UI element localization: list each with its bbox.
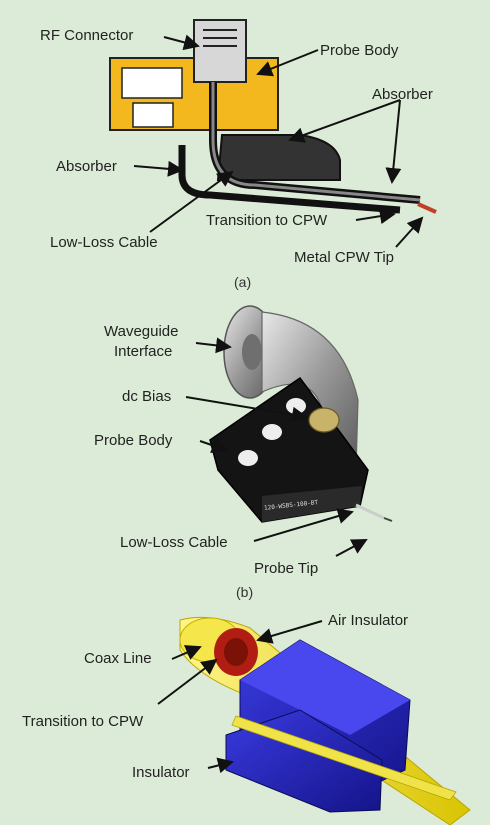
caption-a: (a) bbox=[234, 274, 252, 290]
panel-b-photo bbox=[185, 305, 393, 557]
label-air-insulator: Air Insulator bbox=[328, 612, 409, 629]
label-low-loss-cable-a: Low-Loss Cable bbox=[50, 234, 158, 251]
label-transition-to-cpw-a: Transition to CPW bbox=[206, 212, 328, 229]
label-probe-body-b: Probe Body bbox=[94, 432, 173, 449]
label-absorber-left: Absorber bbox=[56, 158, 117, 175]
panel-c-render bbox=[157, 616, 471, 825]
probe-body-window-2 bbox=[132, 102, 174, 128]
caption-b: (b) bbox=[236, 584, 254, 600]
label-dc-bias: dc Bias bbox=[122, 388, 172, 405]
label-probe-body-a: Probe Body bbox=[320, 42, 399, 59]
absorber-shape bbox=[216, 134, 341, 181]
label-absorber-right: Absorber bbox=[372, 86, 433, 103]
label-rf-connector: RF Connector bbox=[40, 27, 134, 44]
dc-bias-connector bbox=[308, 407, 340, 433]
panel-a-diagram bbox=[109, 19, 437, 248]
label-low-loss-cable-b: Low-Loss Cable bbox=[120, 534, 228, 551]
label-metal-cpw-tip: Metal CPW Tip bbox=[294, 249, 395, 266]
label-insulator: Insulator bbox=[132, 764, 190, 781]
label-waveguide-line2: Interface bbox=[114, 343, 173, 360]
probe-body-window-1 bbox=[121, 67, 183, 99]
label-transition-to-cpw-c: Transition to CPW bbox=[22, 713, 144, 730]
metal-cpw-tip-shape bbox=[417, 202, 437, 214]
rf-connector-shape bbox=[193, 19, 247, 83]
label-probe-tip: Probe Tip bbox=[254, 560, 319, 577]
label-waveguide-line1: Waveguide bbox=[104, 323, 179, 340]
label-coax-line: Coax Line bbox=[84, 650, 152, 667]
